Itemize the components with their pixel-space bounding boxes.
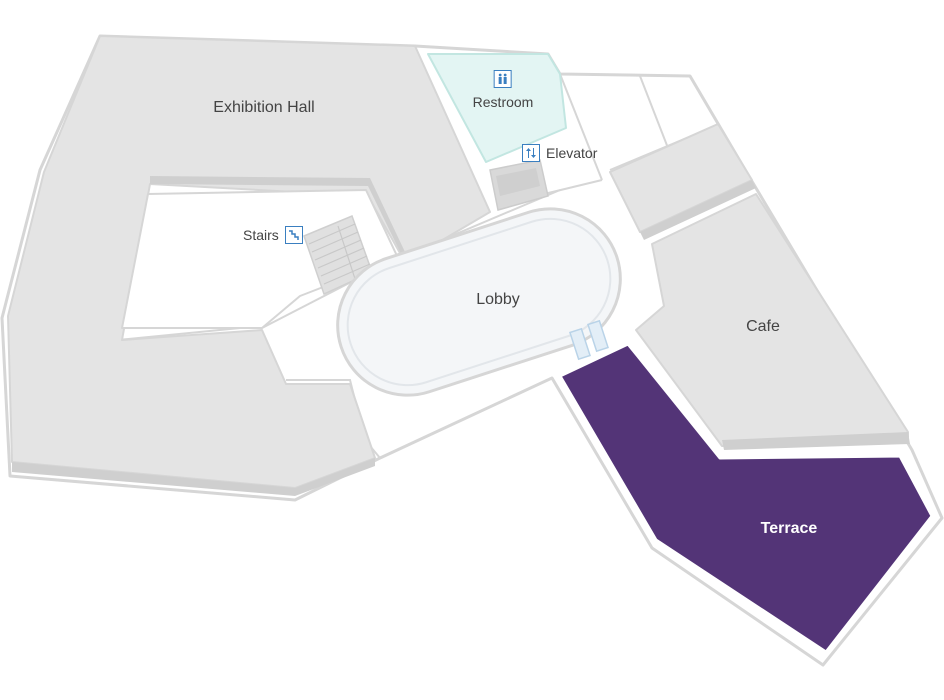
stairs-icon [284,226,303,244]
elevator-marker[interactable]: Elevator [522,144,597,162]
exhibition-hall-shadow [12,458,375,496]
elevator-label: Elevator [546,145,598,161]
exhibition-hall-room[interactable] [7,35,491,489]
elevator-icon [522,144,540,162]
restroom-label: Restroom [472,94,534,110]
elevator-block[interactable] [489,159,549,211]
stairs-block[interactable] [303,215,373,296]
entrance-doors [569,319,609,361]
lobby-label: Lobby [476,291,520,308]
upper-right-room-shadow [640,180,756,240]
stairs-marker[interactable]: Stairs [243,226,303,244]
restroom-marker[interactable]: Restroom [472,70,534,110]
lobby-inner-ring [346,217,612,387]
terrace-label: Terrace [760,520,818,537]
cafe-label: Cafe [746,318,780,335]
restroom-icon [494,70,512,88]
terrace-room[interactable] [558,342,934,654]
lobby-room[interactable] [319,191,638,414]
cafe-shadow [722,432,910,450]
exhibition-hall-label: Exhibition Hall [213,99,315,116]
restroom-room[interactable] [427,53,567,163]
courtyard-area [121,189,399,329]
stairs-label: Stairs [243,227,279,243]
